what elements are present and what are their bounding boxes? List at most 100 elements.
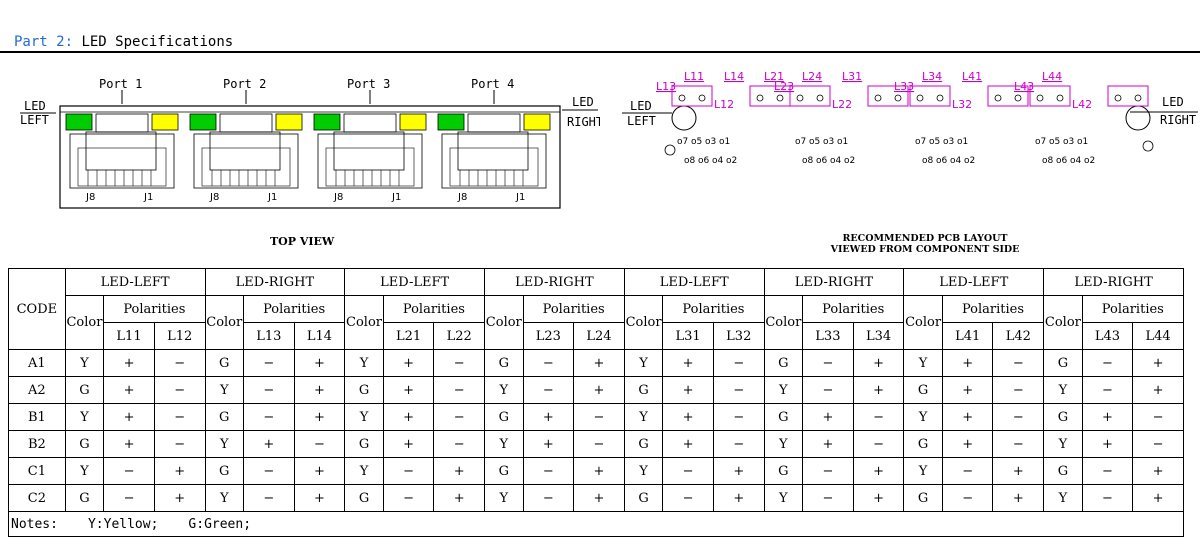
table-cell: − <box>433 430 486 458</box>
pcb-led-label: L41 <box>962 70 982 83</box>
led-pad <box>936 94 944 102</box>
table-cell: G <box>344 376 384 404</box>
table-cell: − <box>852 430 905 458</box>
polarities-header: Polarities <box>1081 295 1185 323</box>
led-right-label-2: RIGHT <box>567 115 600 129</box>
table-cell: G <box>903 376 943 404</box>
table-cell: + <box>941 349 994 377</box>
table-cell: − <box>712 376 765 404</box>
led-group-header: LED-RIGHT <box>204 268 346 296</box>
pin-hole-label: o1 <box>957 137 968 147</box>
led-pad-box <box>867 85 909 107</box>
color-header: Color <box>763 295 804 350</box>
pcb-led-label: L12 <box>714 98 734 111</box>
pcb-led-label: L33 <box>894 80 914 93</box>
table-cell: G <box>484 403 524 431</box>
table-cell: + <box>573 484 625 512</box>
pin-header: L12 <box>153 322 206 350</box>
table-cell: Y <box>903 457 943 485</box>
polarities-header: Polarities <box>802 295 905 323</box>
table-cell: Y <box>344 349 384 377</box>
port-outline <box>69 133 175 189</box>
pin-hole-label: o8 <box>802 156 814 166</box>
table-cell: + <box>522 403 575 431</box>
section-number: Part 2: <box>14 34 74 50</box>
table-cell: − <box>802 376 854 404</box>
led-pad-box <box>671 85 713 107</box>
table-cell: G <box>623 484 664 512</box>
port-inner <box>77 147 167 187</box>
pin-hole-label: o5 <box>1049 137 1060 147</box>
table-cell: + <box>1081 403 1134 431</box>
table-cell: Y <box>623 349 664 377</box>
table-cell: − <box>992 376 1045 404</box>
table-cell: + <box>573 457 625 485</box>
table-cell: + <box>242 430 295 458</box>
table-cell: Y <box>64 403 105 431</box>
table-cell: − <box>153 349 206 377</box>
table-cell: − <box>522 484 575 512</box>
table-cell: Y <box>64 457 105 485</box>
table-cell: + <box>433 457 486 485</box>
led-group-header: LED-LEFT <box>64 268 206 296</box>
table-cell: − <box>992 349 1045 377</box>
led-pad-box <box>1107 85 1149 107</box>
table-cell: − <box>992 403 1045 431</box>
pin-hole-label: o6 <box>816 156 828 166</box>
pin-hole-label: o7 <box>1035 137 1046 147</box>
pin-hole-label: o5 <box>691 137 702 147</box>
led-left-label-2: LEFT <box>20 113 49 127</box>
pin-label-j1: J1 <box>267 192 277 203</box>
polarities-header: Polarities <box>103 295 206 323</box>
latch <box>219 113 273 133</box>
table-cell: − <box>1081 484 1134 512</box>
table-cell: + <box>662 430 714 458</box>
note-item: G:Green; <box>188 516 252 532</box>
pin-hole-label: o2 <box>726 156 737 166</box>
table-cell: − <box>242 376 295 404</box>
table-cell: + <box>293 349 346 377</box>
table-cell: + <box>852 376 905 404</box>
pin-hole-label: o4 <box>1070 156 1082 166</box>
code-header: CODE <box>8 268 66 350</box>
table-cell: + <box>153 484 206 512</box>
polarities-header: Polarities <box>522 295 625 323</box>
table-cell: + <box>293 403 346 431</box>
color-header: Color <box>623 295 664 350</box>
right-led <box>151 113 179 131</box>
table-cell: Y <box>1043 376 1083 404</box>
mount-hole-left <box>671 105 697 131</box>
latch <box>343 113 397 133</box>
table-cell: − <box>293 430 346 458</box>
table-cell: Y <box>623 403 664 431</box>
pin-hole-label: o1 <box>837 137 848 147</box>
table-cell: − <box>242 349 295 377</box>
table-cell: Y <box>344 403 384 431</box>
table-cell: − <box>153 376 206 404</box>
left-led <box>65 113 93 131</box>
pin-hole-label: o3 <box>1063 137 1074 147</box>
notes-label: Notes: <box>11 516 58 532</box>
table-cell: − <box>242 484 295 512</box>
pin-header: L31 <box>662 322 714 350</box>
table-cell: − <box>662 457 714 485</box>
pin-hole-label: o7 <box>795 137 806 147</box>
polarities-header: Polarities <box>662 295 765 323</box>
pcb-title-line2: VIEWED FROM COMPONENT SIDE <box>830 244 1020 255</box>
left-led <box>437 113 465 131</box>
led-pad <box>1014 94 1022 102</box>
pin-header: L43 <box>1081 322 1134 350</box>
led-pad <box>874 94 882 102</box>
pin-hole-label: o7 <box>915 137 926 147</box>
pin-header: L13 <box>242 322 295 350</box>
pin-label-j8: J8 <box>333 192 343 203</box>
table-cell: − <box>153 430 206 458</box>
led-pad <box>994 94 1002 102</box>
pin-hole-label: o6 <box>1056 156 1068 166</box>
table-cell: − <box>852 403 905 431</box>
port-outline <box>193 133 299 189</box>
